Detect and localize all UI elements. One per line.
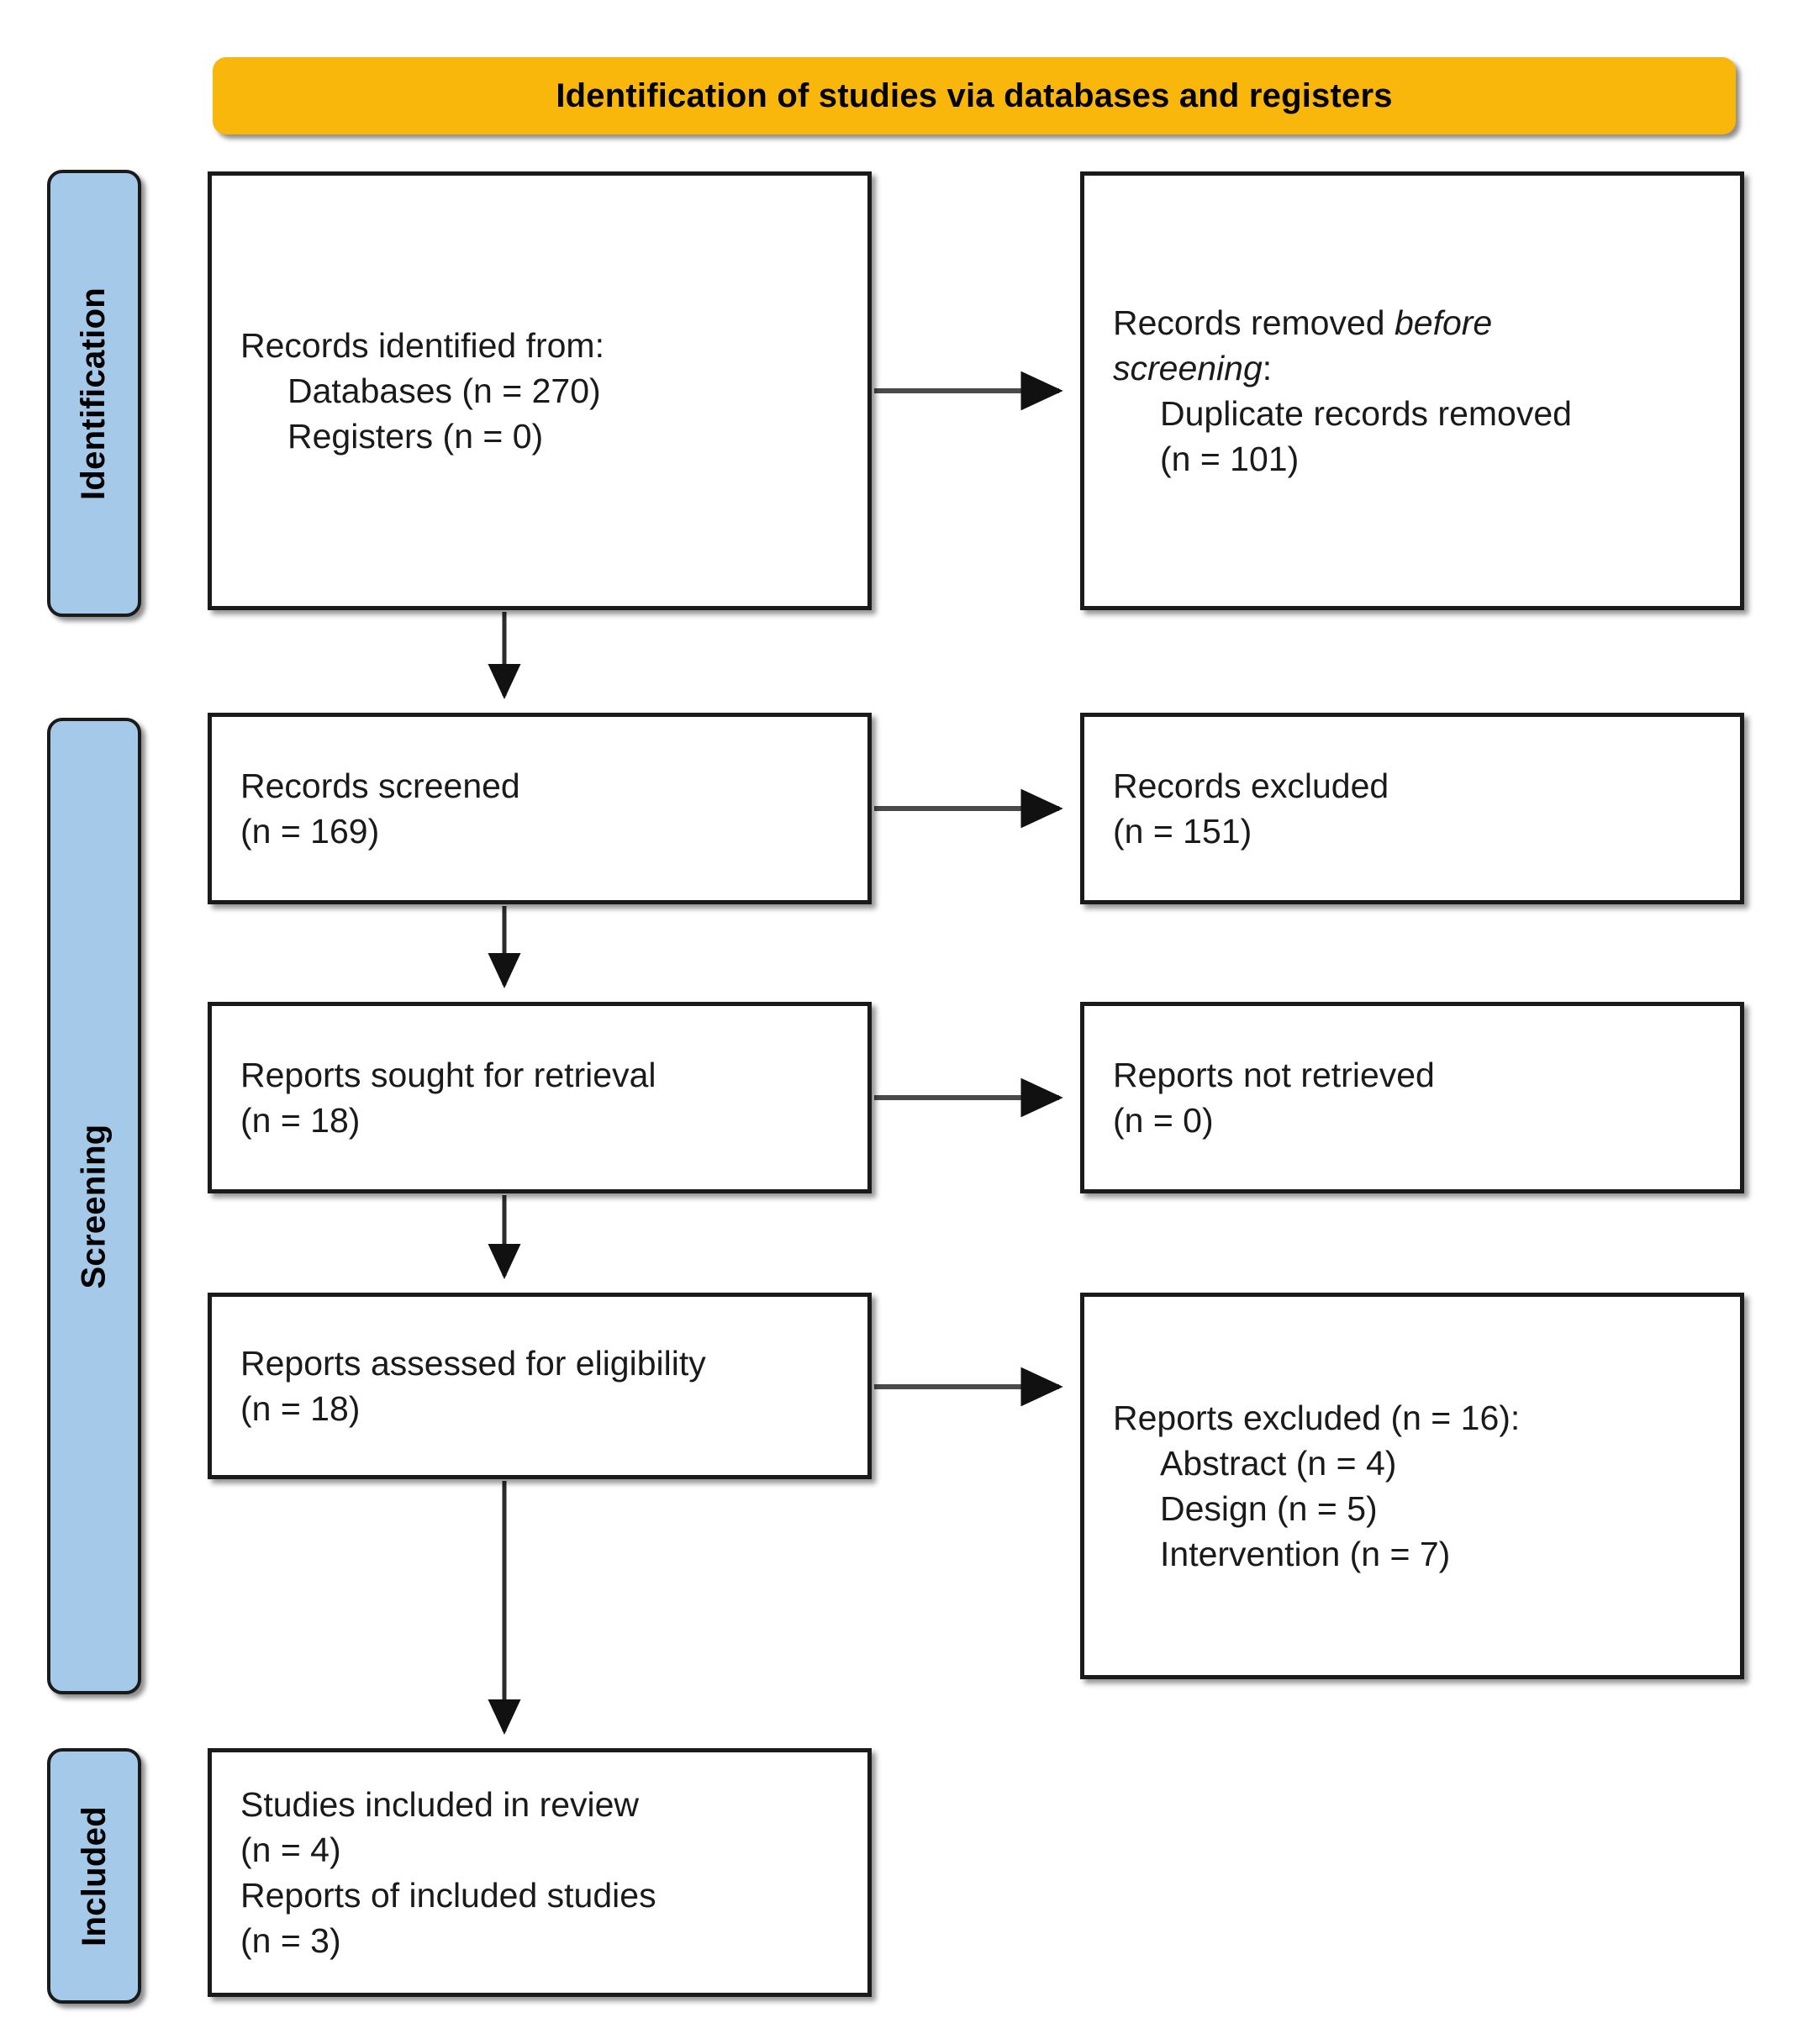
box-reports-sought-text: Reports sought for retrieval (n = 18)	[212, 1052, 867, 1143]
box-reports-excluded: Reports excluded (n = 16): Abstract (n =…	[1080, 1293, 1744, 1679]
studies-included-count: (n = 4)	[240, 1830, 341, 1869]
box-reports-not-retrieved: Reports not retrieved (n = 0)	[1080, 1002, 1744, 1193]
records-identified-line1: Records identified from:	[240, 325, 604, 365]
stage-label-screening: Screening	[47, 718, 141, 1694]
box-records-excluded: Records excluded (n = 151)	[1080, 713, 1744, 904]
records-removed-before-italic: before	[1394, 303, 1493, 342]
reports-sought-label: Reports sought for retrieval	[240, 1055, 656, 1094]
reports-sought-count: (n = 18)	[240, 1101, 361, 1140]
duplicate-records-removed-label: Duplicate records removed	[1160, 394, 1572, 433]
stage-label-identification-text: Identification	[75, 287, 113, 500]
box-records-screened: Records screened (n = 169)	[208, 713, 872, 904]
box-studies-included-text: Studies included in review (n = 4) Repor…	[212, 1782, 867, 1963]
box-studies-included: Studies included in review (n = 4) Repor…	[208, 1748, 872, 1997]
records-excluded-count: (n = 151)	[1113, 812, 1252, 851]
records-removed-prefix: Records removed	[1113, 303, 1395, 342]
reports-assessed-count: (n = 18)	[240, 1389, 361, 1428]
stage-label-screening-text: Screening	[75, 1123, 113, 1289]
box-reports-excluded-text: Reports excluded (n = 16): Abstract (n =…	[1084, 1395, 1740, 1577]
box-records-excluded-text: Records excluded (n = 151)	[1084, 763, 1740, 854]
stage-label-included-text: Included	[75, 1805, 113, 1947]
records-screened-count: (n = 169)	[240, 812, 380, 851]
records-screened-label: Records screened	[240, 766, 520, 805]
reports-assessed-label: Reports assessed for eligibility	[240, 1343, 706, 1383]
reports-excluded-total: Reports excluded (n = 16):	[1113, 1398, 1521, 1437]
reports-not-retrieved-label: Reports not retrieved	[1113, 1055, 1435, 1094]
stage-label-included: Included	[47, 1748, 141, 2004]
records-identified-databases: Databases (n = 270)	[287, 371, 601, 410]
box-reports-not-retrieved-text: Reports not retrieved (n = 0)	[1084, 1052, 1740, 1143]
box-reports-assessed: Reports assessed for eligibility (n = 18…	[208, 1293, 872, 1479]
box-records-removed-text: Records removed before screening: Duplic…	[1084, 300, 1740, 482]
reports-excluded-design: Design (n = 5)	[1160, 1489, 1378, 1528]
box-records-removed: Records removed before screening: Duplic…	[1080, 171, 1744, 610]
reports-included-count: (n = 3)	[240, 1921, 341, 1961]
records-excluded-label: Records excluded	[1113, 766, 1389, 805]
banner-title: Identification of studies via databases …	[556, 76, 1393, 114]
box-reports-assessed-text: Reports assessed for eligibility (n = 18…	[212, 1341, 867, 1431]
duplicate-records-removed-count: (n = 101)	[1160, 440, 1300, 479]
records-removed-colon: :	[1262, 348, 1273, 387]
reports-included-label: Reports of included studies	[240, 1876, 656, 1915]
studies-included-label: Studies included in review	[240, 1784, 640, 1824]
reports-not-retrieved-count: (n = 0)	[1113, 1101, 1214, 1140]
box-records-screened-text: Records screened (n = 169)	[212, 763, 867, 854]
reports-excluded-abstract: Abstract (n = 4)	[1160, 1443, 1397, 1483]
box-records-identified-text: Records identified from: Databases (n = …	[212, 323, 867, 459]
header-banner: Identification of studies via databases …	[213, 57, 1736, 134]
records-removed-screening-italic: screening	[1113, 348, 1263, 387]
box-reports-sought: Reports sought for retrieval (n = 18)	[208, 1002, 872, 1193]
stage-label-identification: Identification	[47, 170, 141, 617]
box-records-identified: Records identified from: Databases (n = …	[208, 171, 872, 610]
records-identified-registers: Registers (n = 0)	[287, 417, 544, 456]
reports-excluded-intervention: Intervention (n = 7)	[1160, 1535, 1451, 1574]
